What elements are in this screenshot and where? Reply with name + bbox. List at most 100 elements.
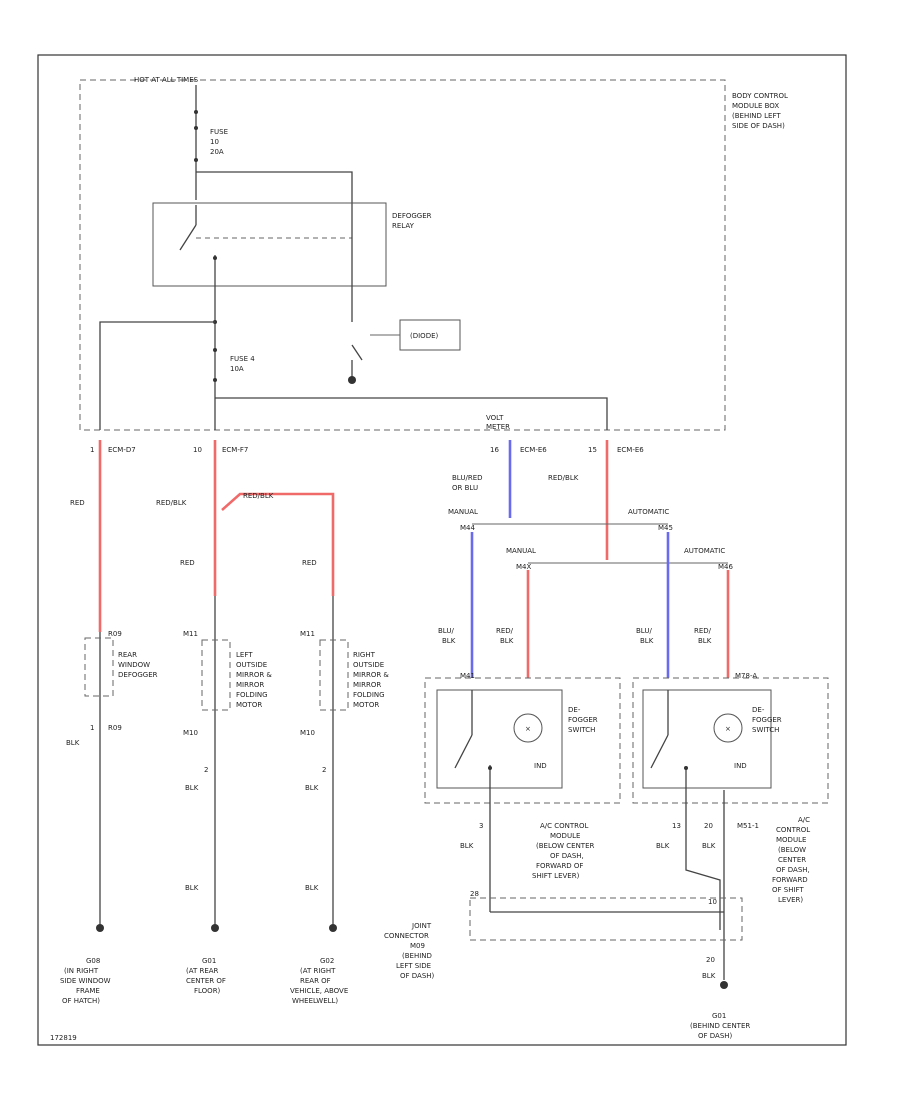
pin-two-left: 2	[204, 766, 208, 774]
svg-text:OUTSIDE: OUTSIDE	[353, 661, 384, 669]
svg-text:G01: G01	[202, 957, 216, 965]
svg-text:WINDOW: WINDOW	[118, 661, 150, 669]
defogger-switch-1	[436, 689, 563, 789]
svg-text:MIRROR: MIRROR	[353, 681, 381, 689]
pin-20: 20	[704, 822, 713, 830]
svg-text:BLK: BLK	[640, 637, 654, 645]
conn-m41: M41	[460, 672, 475, 680]
defogger-relay-box	[152, 202, 387, 287]
svg-text:CONNECTOR: CONNECTOR	[384, 932, 429, 940]
pin-10-conn: ECM-F7	[222, 446, 248, 454]
svg-text:REAR: REAR	[118, 651, 137, 659]
svg-text:CENTER: CENTER	[778, 856, 806, 864]
svg-text:OF DASH,: OF DASH,	[776, 866, 810, 874]
svg-text:FORWARD: FORWARD	[772, 876, 808, 884]
ground-g02	[329, 924, 337, 932]
fuse-mid-label: FUSE 4	[230, 355, 255, 363]
pin-1-conn: ECM-D7	[108, 446, 136, 454]
right-mirror-box	[319, 639, 349, 711]
node	[194, 110, 198, 114]
svg-text:MODULE BOX: MODULE BOX	[732, 102, 779, 110]
ground-g08-label: G08 (IN RIGHT SIDE WINDOW FRAME OF HATCH…	[60, 957, 111, 1005]
svg-text:MIRROR &: MIRROR &	[353, 671, 389, 679]
conn-m11-left: M11	[183, 630, 198, 638]
svg-text:FLOOR): FLOOR)	[194, 987, 221, 995]
svg-text:(BEHIND LEFT: (BEHIND LEFT	[732, 112, 781, 120]
svg-text:MIRROR: MIRROR	[236, 681, 264, 689]
wire-blk-5: BLK	[305, 884, 319, 892]
svg-text:(BELOW CENTER: (BELOW CENTER	[536, 842, 595, 850]
node	[194, 126, 198, 130]
joint-connector-box	[469, 897, 743, 941]
wire-module2-down	[685, 768, 721, 930]
conn-m44: M44	[460, 524, 475, 532]
wire-blk-9: BLK	[702, 972, 716, 980]
svg-text:LEFT SIDE: LEFT SIDE	[396, 962, 431, 970]
wire-red-b: RED	[180, 559, 195, 567]
svg-text:BLU/: BLU/	[636, 627, 652, 635]
svg-text:(BELOW: (BELOW	[778, 846, 806, 854]
svg-text:(BEHIND: (BEHIND	[402, 952, 432, 960]
svg-text:VEHICLE, ABOVE: VEHICLE, ABOVE	[290, 987, 348, 995]
wire-red-c: RED	[302, 559, 317, 567]
svg-text:10: 10	[210, 138, 219, 146]
auto-label-2: AUTOMATIC	[684, 547, 725, 555]
left-mirror-box	[201, 639, 231, 711]
conn-m46: M46	[718, 563, 733, 571]
svg-text:OF DASH): OF DASH)	[400, 972, 435, 980]
svg-text:RIGHT: RIGHT	[353, 651, 376, 659]
volt-meter-1: VOLT	[486, 414, 504, 422]
svg-text:DEFOGGER: DEFOGGER	[118, 671, 158, 679]
pin-15: 15	[588, 446, 597, 454]
svg-text:M09: M09	[410, 942, 425, 950]
indicator-lamp-1	[513, 713, 543, 743]
wire-blk-2: BLK	[185, 784, 199, 792]
relay-label-2: RELAY	[392, 222, 415, 230]
node	[194, 158, 198, 162]
svg-text:MODULE: MODULE	[776, 836, 806, 844]
pin-16-conn: ECM-E6	[520, 446, 547, 454]
svg-text:FRAME: FRAME	[76, 987, 100, 995]
diode-switch	[351, 344, 363, 361]
auto-label-1: AUTOMATIC	[628, 508, 669, 516]
pin-1: 1	[90, 446, 94, 454]
joint-pin-10: 10	[708, 898, 717, 906]
svg-text:DE-: DE-	[752, 706, 765, 714]
wire-blk-7: BLK	[656, 842, 670, 850]
conn-m45: M45	[658, 524, 673, 532]
lamp-2-symbol: ×	[725, 725, 731, 733]
svg-text:CONTROL: CONTROL	[776, 826, 810, 834]
svg-text:(IN RIGHT: (IN RIGHT	[64, 967, 99, 975]
wire-redblk-c: RED/BLK	[548, 474, 579, 482]
defogger-switch-2	[642, 689, 772, 789]
conn-m4x: M4X	[516, 563, 531, 571]
diagram-frame	[37, 54, 847, 1046]
svg-text:G01: G01	[712, 1012, 726, 1020]
svg-text:OF HATCH): OF HATCH)	[62, 997, 100, 1005]
svg-text:JOINT: JOINT	[411, 922, 432, 930]
conn-m10-right: M10	[300, 729, 315, 737]
svg-text:FORWARD OF: FORWARD OF	[536, 862, 583, 870]
fuse-top-label: FUSE	[210, 128, 228, 136]
svg-text:SHIFT LEVER): SHIFT LEVER)	[532, 872, 580, 880]
pin-13: 13	[672, 822, 681, 830]
wire-blk-4: BLK	[185, 884, 199, 892]
conn-r09: R09	[108, 630, 122, 638]
rear-defogger-label: REAR WINDOW DEFOGGER	[118, 651, 158, 679]
svg-text:BLU/RED: BLU/RED	[452, 474, 483, 482]
diode-ground	[348, 376, 356, 384]
svg-text:OR BLU: OR BLU	[452, 484, 478, 492]
svg-text:DE-: DE-	[568, 706, 581, 714]
svg-text:SWITCH: SWITCH	[568, 726, 595, 734]
svg-text:A/C: A/C	[798, 816, 810, 824]
pin-15-conn: ECM-E6	[617, 446, 644, 454]
indicator-lamp-2	[713, 713, 743, 743]
svg-text:A/C CONTROL: A/C CONTROL	[540, 822, 589, 830]
svg-text:WHEELWELL): WHEELWELL)	[292, 997, 338, 1005]
wire-blublk-2: BLU/BLK	[636, 627, 654, 645]
ac-module-1-label: A/C CONTROL MODULE (BELOW CENTER OF DASH…	[532, 822, 595, 880]
footer-code: 172819	[50, 1034, 77, 1042]
manual-label-1: MANUAL	[448, 508, 478, 516]
svg-text:BODY CONTROL: BODY CONTROL	[732, 92, 788, 100]
wire-redblk-e: RED/BLK	[694, 627, 712, 645]
